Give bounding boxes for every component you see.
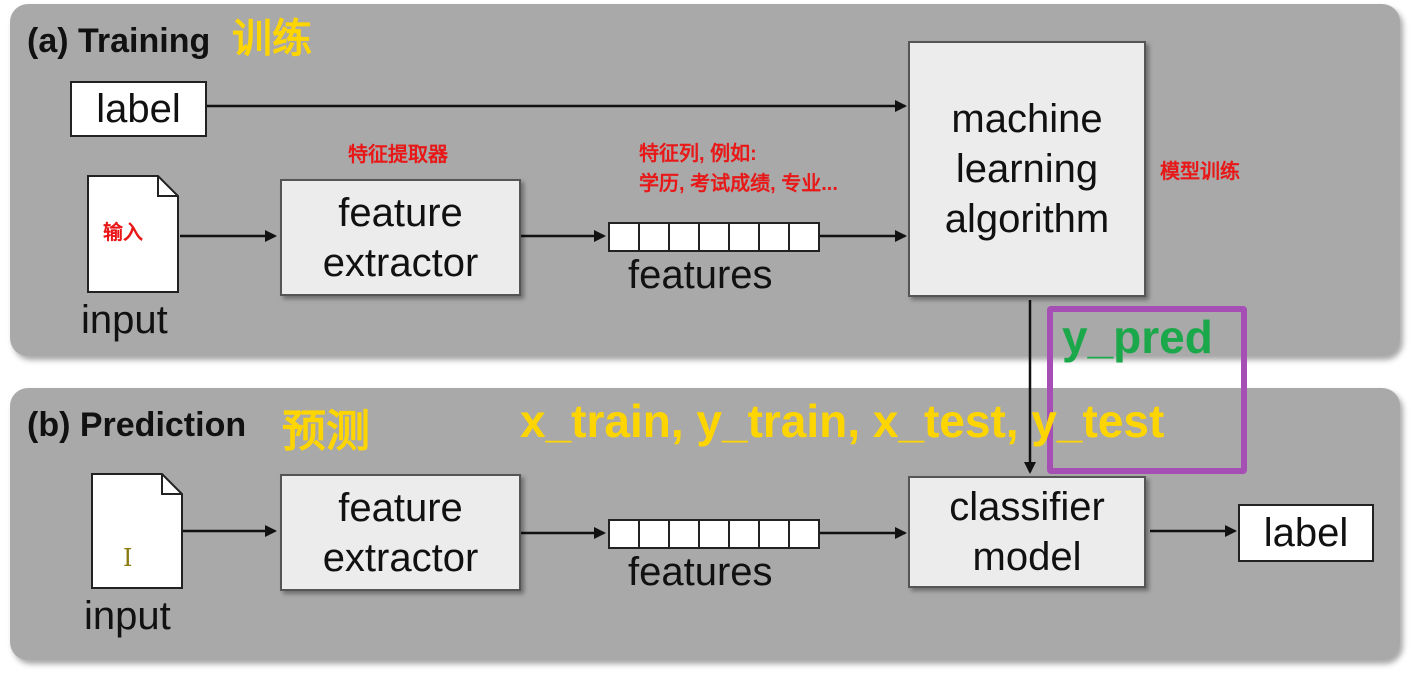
features-label-training: features (628, 253, 773, 297)
ml-algorithm-box: machine learning algorithm (908, 41, 1146, 297)
label-box-training: label (70, 81, 207, 137)
training-panel (10, 4, 1400, 356)
input-label-training: input (81, 298, 168, 342)
document-icon (87, 175, 179, 293)
feature-extractor-box-training: feature extractor (280, 179, 521, 296)
input-cn-label: 输入 (103, 222, 143, 244)
input-label-prediction: input (84, 594, 171, 638)
feature-extractor-cn-label: 特征提取器 (348, 144, 448, 166)
classifier-model-box: classifier model (908, 476, 1146, 588)
document-icon (91, 473, 183, 589)
text-cursor-icon: I (123, 544, 133, 572)
label-box-prediction: label (1238, 504, 1374, 562)
y-pred-label: y_pred (1062, 311, 1213, 363)
feature-extractor-box-prediction: feature extractor (280, 474, 521, 591)
training-title-cn: 训练 (232, 17, 312, 61)
prediction-title-cn: 预测 (282, 407, 370, 456)
prediction-title: (b) Prediction (27, 406, 247, 444)
features-cn-line2: 学历, 考试成绩, 专业... (639, 173, 838, 195)
training-title: (a) Training (27, 22, 211, 60)
model-training-cn-label: 模型训练 (1160, 161, 1240, 183)
split-variables-label: x_train, y_train, x_test, y_test (520, 395, 1165, 447)
features-label-prediction: features (628, 550, 773, 594)
features-cn-line1: 特征列, 例如: (639, 143, 757, 165)
y-pred-highlight-box (1047, 306, 1247, 474)
features-vector-prediction (608, 519, 820, 549)
features-vector-training (608, 222, 820, 252)
